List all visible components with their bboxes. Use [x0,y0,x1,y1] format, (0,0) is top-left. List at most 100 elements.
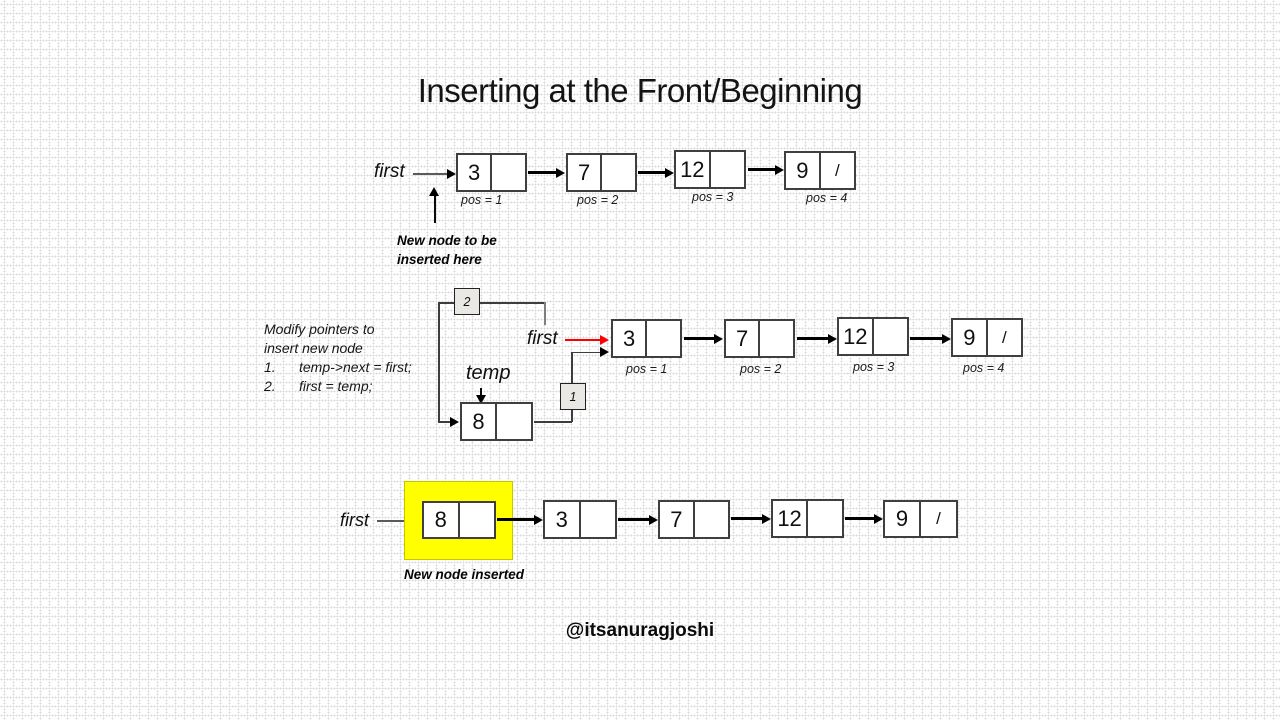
linked-list-node: 3 [456,153,527,192]
arrowhead-down-icon [476,395,486,404]
connector-line [438,421,451,423]
pos-label: pos = 1 [461,193,503,207]
first-pointer-label: first [340,510,369,530]
connector-line [534,421,572,423]
annotation-new-node-line1: New node to be [397,233,497,248]
node-value-cell: 8 [462,404,498,439]
node-value-cell: 12 [839,319,874,354]
arrowhead-right-icon [556,167,565,178]
node-next-cell [492,155,525,190]
node-next-cell [695,502,728,537]
next-pointer-arrow-line [638,171,665,174]
step-badge-label: 2 [463,294,471,309]
node-value-cell: 9 [885,502,922,536]
connector-line [480,302,544,304]
footer-handle: @itsanuragjoshi [565,620,715,641]
linked-list-node: 7 [658,500,730,539]
node-value-cell: 8 [424,503,460,537]
pos-label: pos = 4 [806,191,848,205]
arrowhead-right-icon [665,167,674,178]
instruction-step-number: 1. [264,359,276,375]
linked-list-node: 12 [674,150,746,189]
connector-line [438,302,454,304]
arrowhead-right-icon [447,168,456,179]
linked-list-node: 3 [611,319,682,358]
arrowhead-right-red-icon [600,334,609,345]
pos-label: pos = 2 [740,362,782,376]
linked-list-node: 3 [543,500,617,539]
temp-arrow-line [480,388,482,396]
annotation-node-inserted: New node inserted [404,567,525,582]
step-badge-2: 2 [454,288,480,315]
node-next-cell [647,321,680,356]
insert-position-arrow-line [434,196,436,223]
node-next-cell [602,155,635,190]
pos-label: pos = 1 [626,362,668,376]
node-null-cell: / [936,509,941,528]
instruction-step-text: temp->next = first; [299,359,412,375]
arrowhead-right-icon [874,513,883,524]
first-pointer-label: first [374,161,405,182]
next-pointer-arrow-line [797,337,828,340]
node-value-cell: 9 [953,320,988,355]
next-pointer-arrow-line [845,517,874,520]
node-next-cell [460,503,494,537]
linked-list-node: 9 / [883,500,958,538]
arrowhead-right-icon [600,347,609,357]
node-next-cell [581,502,615,537]
linked-list-node: 9 / [951,318,1023,357]
next-pointer-arrow-line [497,518,534,521]
red-pointer-arrow-line [565,339,600,341]
node-next-cell [711,152,744,187]
connector-line [438,302,440,422]
arrowhead-right-icon [649,514,658,525]
connector-line [544,302,546,325]
connector-line [572,351,600,353]
linked-list-node: 9 / [784,151,856,190]
linked-list-node: 12 [771,499,844,538]
arrowhead-right-icon [828,333,837,344]
linked-list-node: 12 [837,317,909,356]
pos-label: pos = 2 [577,193,619,207]
arrowhead-right-icon [942,333,951,344]
arrowhead-right-icon [534,514,543,525]
node-value-cell: 12 [773,501,809,536]
node-next-cell [808,501,842,536]
node-next-cell [874,319,907,354]
next-pointer-arrow-line [528,171,556,174]
instruction-step-number: 2. [264,378,276,394]
step-badge-1: 1 [560,383,586,410]
node-next-cell [760,321,793,356]
node-null-cell: / [834,160,840,180]
instruction-line: Modify pointers to [264,321,375,337]
arrowhead-up-icon [429,187,439,196]
next-pointer-arrow-line [618,518,649,521]
first-pointer-label: first [527,328,558,349]
instruction-step-2: 2. first = temp; [264,377,412,396]
linked-list-node: 7 [566,153,637,192]
arrowhead-right-icon [450,417,459,427]
annotation-new-node-line2: inserted here [397,252,482,267]
next-pointer-arrow-line [910,337,942,340]
node-value-cell: 9 [786,153,821,188]
next-pointer-arrow-line [731,517,762,520]
next-pointer-arrow-line [748,168,775,171]
step-badge-label: 1 [569,389,577,404]
node-value-cell: 7 [568,155,603,190]
first-pointer-arrow-line [413,173,448,175]
new-node-8: 8 [422,501,496,539]
instruction-step-text: first = temp; [299,378,373,394]
slide-title: Inserting at the Front/Beginning [417,72,863,109]
first-pointer-arrow-line [377,520,413,522]
pos-label: pos = 4 [963,361,1005,375]
node-value-cell: 3 [545,502,581,537]
arrowhead-right-icon [714,333,723,344]
pos-label: pos = 3 [853,360,895,374]
node-value-cell: 7 [660,502,695,537]
instruction-text-block: Modify pointers to insert new node 1.tem… [264,320,412,396]
node-next-cell [497,404,531,439]
arrowhead-right-icon [775,164,784,175]
node-value-cell: 7 [726,321,761,356]
node-value-cell: 3 [458,155,493,190]
